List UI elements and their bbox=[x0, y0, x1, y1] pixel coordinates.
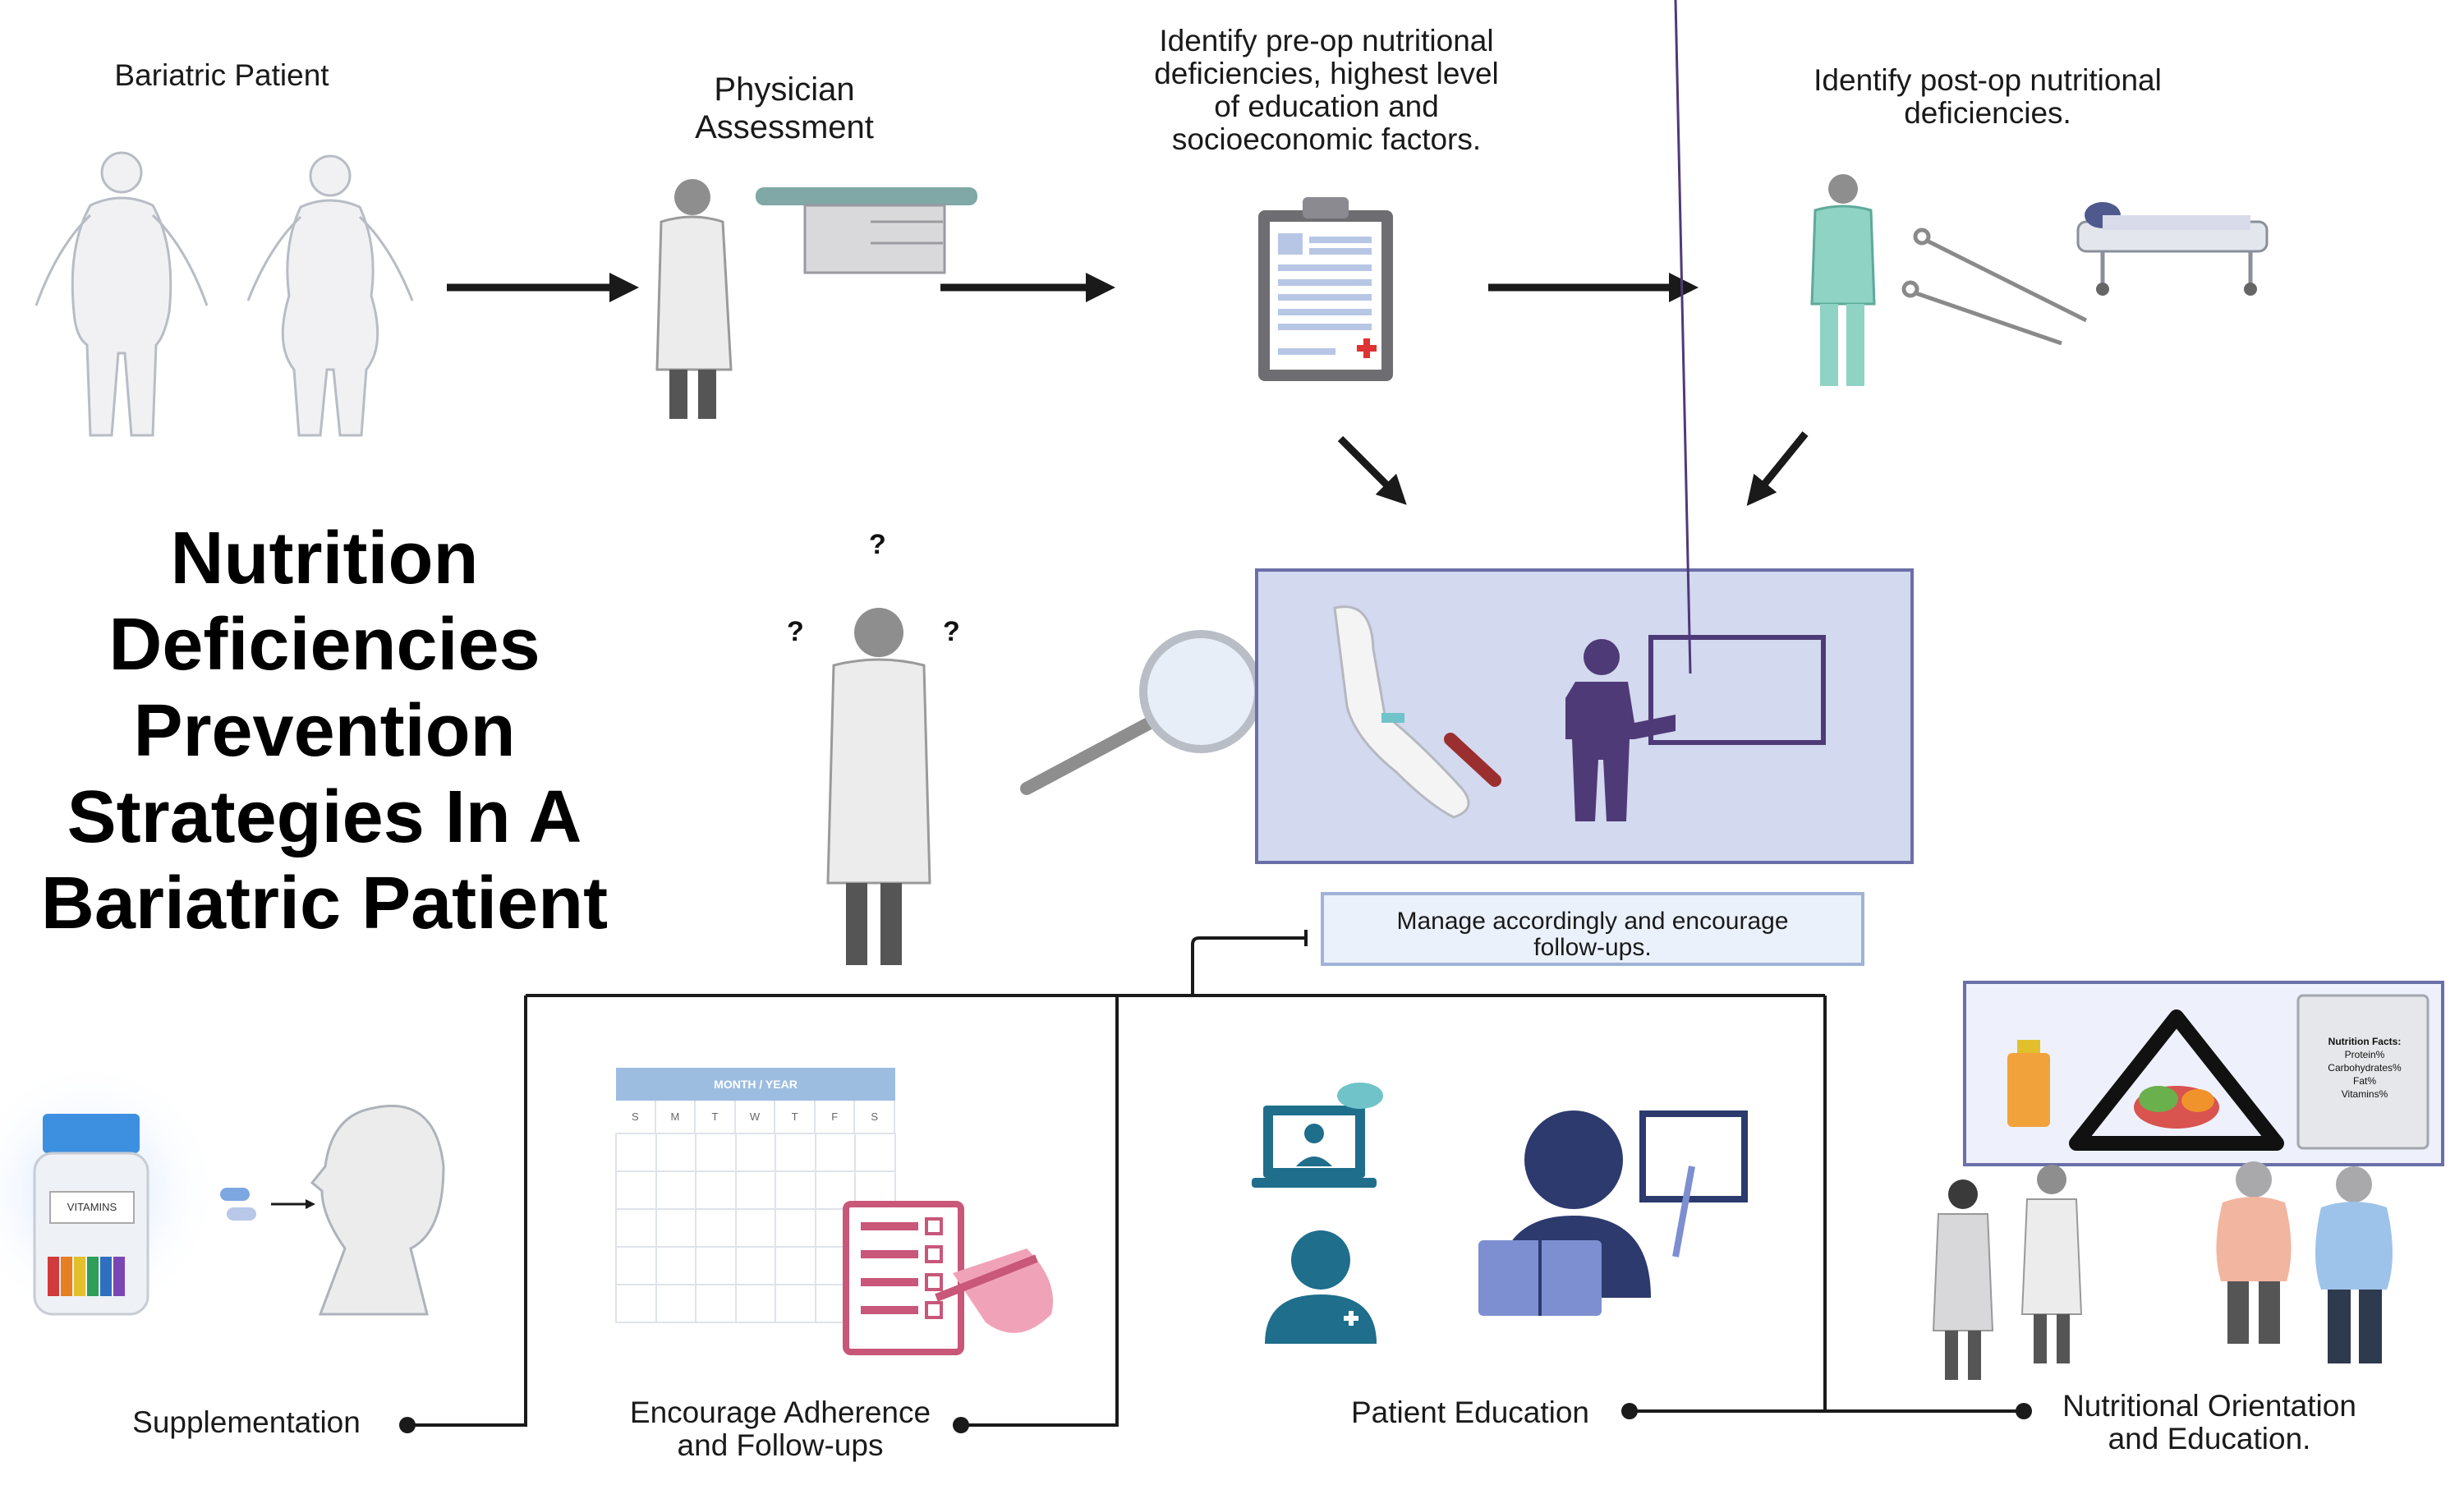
title-line-4: Strategies In A bbox=[67, 776, 582, 858]
education-reader-icon bbox=[1478, 1110, 1748, 1316]
preop-line-3: of education and bbox=[1214, 90, 1439, 123]
arrow-4 bbox=[1337, 435, 1407, 505]
manage-line-2: follow-ups. bbox=[1533, 934, 1652, 961]
postop-line-2: deficiencies. bbox=[1904, 96, 2071, 130]
nutrition-facts-row: Fat% bbox=[2352, 1075, 2376, 1087]
checklist-icon bbox=[843, 1201, 1053, 1355]
bariatric-patient-female-icon bbox=[246, 154, 414, 437]
question-mark-right: ? bbox=[943, 616, 960, 647]
preop-label: Identify pre-op nutritional deficiencies… bbox=[1101, 25, 1552, 156]
title-line-2: Deficiencies bbox=[108, 604, 540, 686]
blood-draw-arm-icon bbox=[1333, 605, 1501, 819]
calendar-day: S bbox=[855, 1101, 896, 1133]
calendar-header: MONTH / YEAR S M T W T F S bbox=[616, 1068, 896, 1133]
connector-lines bbox=[407, 930, 2024, 1427]
connector-dot-orientation bbox=[2016, 1403, 2032, 1419]
adherence-line-2: and Follow-ups bbox=[677, 1428, 884, 1462]
calendar-day: F bbox=[816, 1101, 856, 1133]
nutrition-facts-title: Nutrition Facts: bbox=[2328, 1036, 2402, 1047]
calendar-day: M bbox=[656, 1101, 696, 1133]
bariatric-patient-male-icon bbox=[34, 151, 209, 437]
audience-people-icon bbox=[1932, 1161, 2393, 1380]
physician-assessment-line-1: Physician bbox=[714, 71, 855, 108]
title-line-3: Prevention bbox=[133, 690, 516, 772]
connector-dot-supplementation bbox=[399, 1417, 416, 1433]
supplementation-label: Supplementation bbox=[132, 1405, 361, 1439]
bariatric-patient-label: Bariatric Patient bbox=[114, 58, 329, 92]
postop-label: Identify post-op nutritional deficiencie… bbox=[1741, 64, 2234, 130]
manage-line-1: Manage accordingly and encourage bbox=[1396, 908, 1789, 935]
exam-table-icon bbox=[756, 187, 977, 274]
calendar-day: S bbox=[616, 1101, 656, 1133]
orientation-line-1: Nutritional Orientation bbox=[2062, 1389, 2356, 1423]
manage-box-text: Manage accordingly and encourage follow-… bbox=[1322, 908, 1863, 961]
doctor-icon bbox=[1265, 1230, 1377, 1344]
title-line-5: Bariatric Patient bbox=[40, 862, 609, 945]
adherence-line-1: Encourage Adherence bbox=[629, 1396, 931, 1429]
physician-assessment-line-2: Assessment bbox=[695, 109, 874, 145]
main-title: Nutrition Deficiencies Prevention Strate… bbox=[0, 516, 649, 947]
nutrition-facts-row: Protein% bbox=[2344, 1049, 2385, 1060]
manage-box bbox=[1321, 892, 1864, 966]
surgeon-icon bbox=[1810, 174, 1876, 386]
clipboard-icon bbox=[1258, 197, 1393, 381]
pills-icon bbox=[220, 1188, 315, 1221]
magnifying-glass-icon bbox=[1020, 630, 1262, 795]
calendar-day: T bbox=[775, 1101, 816, 1133]
nutrition-facts-row: Vitamins% bbox=[2341, 1088, 2388, 1100]
confused-physician-icon bbox=[826, 608, 931, 965]
connector-dot-education bbox=[1621, 1403, 1638, 1419]
orientation-line-2: and Education. bbox=[2108, 1422, 2311, 1455]
nutritional-orientation-label: Nutritional Orientation and Education. bbox=[2029, 1390, 2390, 1455]
head-swallowing-icon bbox=[310, 1104, 445, 1316]
calendar-day: W bbox=[736, 1101, 776, 1133]
preop-line-4: socioeconomic factors. bbox=[1171, 122, 1482, 156]
nutrition-facts-row: Carbohydrates% bbox=[2328, 1062, 2402, 1074]
food-triangle-icon bbox=[2069, 1009, 2284, 1151]
telehealth-laptop-icon bbox=[1252, 1083, 1383, 1188]
calendar-month-year: MONTH / YEAR bbox=[616, 1068, 895, 1101]
calendar-weekdays: S M T W T F S bbox=[616, 1101, 896, 1133]
vitamin-label: VITAMINS bbox=[49, 1191, 135, 1224]
preop-line-2: deficiencies, highest level bbox=[1154, 57, 1499, 90]
calendar-day: T bbox=[696, 1101, 736, 1133]
connector-dot-adherence bbox=[953, 1417, 969, 1433]
question-mark-top: ? bbox=[869, 529, 886, 560]
title-line-1: Nutrition bbox=[170, 517, 479, 600]
juice-bottle-icon bbox=[2007, 1040, 2050, 1127]
adherence-label: Encourage Adherence and Follow-ups bbox=[608, 1396, 953, 1462]
patient-education-label: Patient Education bbox=[1350, 1396, 1590, 1429]
hospital-bed-icon bbox=[2076, 202, 2269, 296]
arrow-5 bbox=[1746, 431, 1809, 506]
postop-line-1: Identify post-op nutritional bbox=[1814, 63, 2162, 97]
question-mark-left: ? bbox=[787, 616, 804, 647]
teacher-board-icon bbox=[1565, 0, 1826, 821]
surgical-instruments-icon bbox=[1901, 228, 2088, 346]
preop-line-1: Identify pre-op nutritional bbox=[1159, 24, 1494, 57]
physician-icon bbox=[655, 179, 733, 419]
food-packet-icon bbox=[2296, 994, 2430, 1150]
physician-assessment-label: Physician Assessment bbox=[632, 71, 936, 146]
nutrition-facts-label: Nutrition Facts: Protein% Carbohydrates%… bbox=[2305, 1002, 2425, 1142]
vitamin-label-wrap: VITAMINS bbox=[34, 1114, 148, 1278]
